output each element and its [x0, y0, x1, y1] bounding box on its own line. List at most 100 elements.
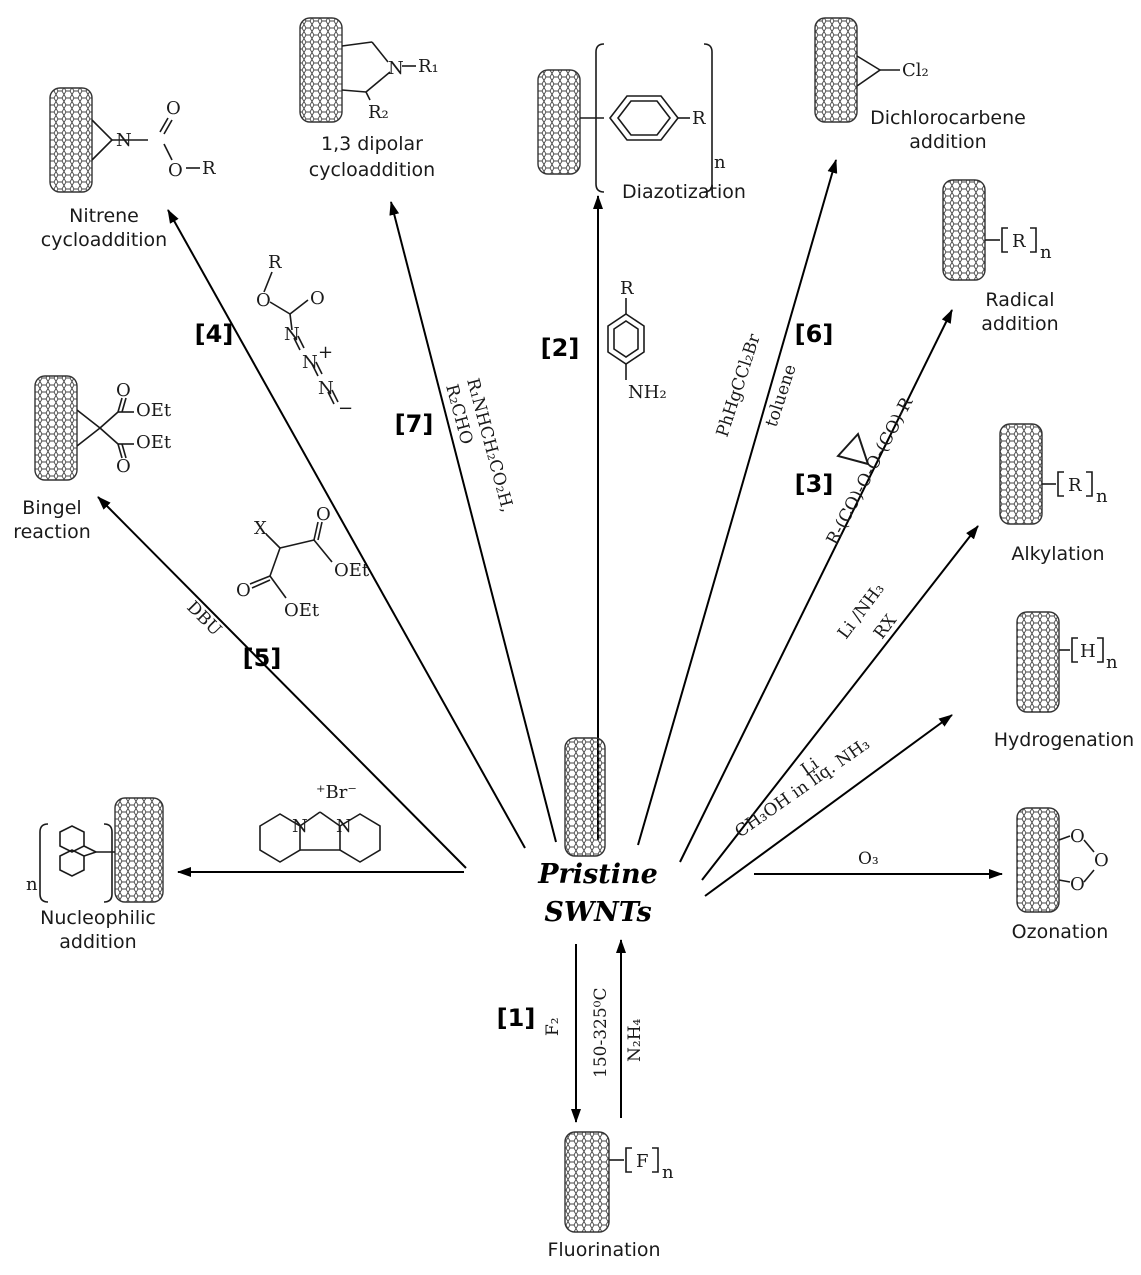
svg-text:−: −	[338, 398, 353, 419]
svg-text:O: O	[166, 98, 181, 119]
svg-text:N: N	[336, 816, 352, 837]
dichloro-structure: Cl₂	[856, 55, 929, 87]
svg-text:R: R	[1068, 475, 1082, 496]
tube-fluorination	[564, 1131, 610, 1233]
svg-text:n: n	[1096, 486, 1108, 507]
label-bingel-1: Bingel	[22, 497, 81, 519]
tube-dichloro	[814, 17, 858, 123]
arrow-nitrene	[167, 209, 526, 849]
svg-text:⁺Br⁻: ⁺Br⁻	[316, 782, 357, 803]
svg-text:O: O	[236, 580, 251, 601]
fluoro-group: F n	[609, 1147, 674, 1183]
svg-text:H: H	[1080, 641, 1096, 662]
svg-text:OEt: OEt	[136, 432, 172, 453]
label-nucleophilic-1: Nucleophilic	[40, 907, 156, 929]
aryl-structure: R n	[580, 43, 726, 193]
svg-text:F: F	[636, 1151, 649, 1172]
label-nitrene-1: Nitrene	[69, 205, 139, 227]
tube-center	[564, 737, 606, 857]
tube-dipolar	[299, 17, 343, 123]
reagent-fluorination-3: N₂H₄	[625, 1018, 645, 1062]
tube-diazo	[537, 69, 581, 175]
svg-text:X: X	[254, 518, 267, 539]
svg-text:n: n	[1106, 652, 1118, 673]
bingel-structure: O O OEt OEt	[76, 380, 172, 477]
reagent-radical: R-(CO)-O-O-(CO)-R	[823, 393, 918, 548]
label-dichloro-1: Dichlorocarbene	[870, 107, 1026, 129]
aniline-reagent: R NH₂	[607, 278, 667, 403]
radical-group: R n	[985, 227, 1052, 263]
alkyl-group: R n	[1042, 471, 1108, 507]
label-dipolar-2: cycloaddition	[309, 159, 435, 181]
arrow-alkylation	[701, 525, 979, 881]
label-radical-1: Radical	[985, 289, 1054, 311]
arrow-dichloro	[637, 159, 838, 846]
svg-text:N: N	[284, 324, 300, 345]
reagent-dipolar-1: R₁NHCH₂CO₂H,	[462, 376, 517, 514]
label-dipolar-1: 1,3 dipolar	[321, 133, 423, 155]
label-alkylation: Alkylation	[1011, 543, 1104, 565]
svg-text:O: O	[256, 290, 271, 311]
label-bingel-2: reaction	[13, 521, 91, 543]
svg-text:OEt: OEt	[136, 400, 172, 421]
label-diazo: Diazotization	[622, 181, 746, 203]
svg-text:N: N	[116, 130, 132, 151]
reagent-bingel: DBU	[182, 597, 225, 640]
ozonide-structure: O O O	[1058, 826, 1109, 895]
arrow-hydrogenation	[704, 714, 953, 897]
svg-text:N: N	[302, 352, 318, 373]
svg-text:O: O	[1094, 850, 1109, 871]
svg-text:R: R	[620, 278, 634, 299]
arrow-dipolar	[389, 201, 557, 843]
hydro-group: H n	[1059, 637, 1118, 673]
label-dichloro-2: addition	[909, 131, 986, 153]
tube-nitrene	[49, 87, 93, 193]
label-fluorination: Fluorination	[547, 1239, 660, 1261]
svg-text:n: n	[1040, 242, 1052, 263]
label-hydrogenation: Hydrogenation	[994, 729, 1134, 751]
tube-ozonation	[1016, 807, 1060, 913]
ref-4: [4]	[195, 320, 234, 348]
svg-text:R₁: R₁	[418, 56, 439, 77]
svg-text:R: R	[202, 158, 216, 179]
svg-text:NH₂: NH₂	[628, 382, 667, 403]
label-radical-2: addition	[981, 313, 1058, 335]
tube-bingel	[34, 375, 78, 481]
label-nitrene-2: cycloaddition	[41, 229, 167, 251]
tube-radical	[942, 179, 986, 281]
arrow-bingel	[97, 496, 467, 869]
label-nucleophilic-2: addition	[59, 931, 136, 953]
svg-text:O: O	[1070, 874, 1085, 895]
ref-2: [2]	[541, 334, 580, 362]
ref-5: [5]	[243, 644, 282, 672]
svg-text:OEt: OEt	[334, 560, 370, 581]
svg-text:N: N	[388, 58, 404, 79]
reagent-fluorination-2: 150-325⁰C	[591, 988, 611, 1078]
pyrrolidine-structure: N R₁ R₂	[341, 41, 439, 123]
reagent-alkylation-2: RX	[870, 610, 901, 643]
svg-text:n: n	[714, 152, 726, 173]
ref-1: [1]	[497, 1004, 536, 1032]
svg-text:N: N	[318, 378, 334, 399]
label-ozonation: Ozonation	[1012, 921, 1109, 943]
ref-7: [7]	[395, 410, 434, 438]
svg-text:+: +	[318, 342, 333, 363]
svg-text:O: O	[116, 456, 131, 477]
svg-text:R: R	[692, 108, 706, 129]
bipyridinium-reagent: ⁺Br⁻ N N	[259, 782, 381, 863]
svg-text:R: R	[268, 252, 282, 273]
ref-6: [6]	[795, 320, 834, 348]
center-label-line2: SWNTs	[544, 897, 651, 928]
svg-text:R: R	[1012, 231, 1026, 252]
svg-text:O: O	[168, 160, 183, 181]
azide-reagent: R O O N N N + −	[256, 252, 353, 419]
ref-3: [3]	[795, 470, 834, 498]
svg-text:OEt: OEt	[284, 600, 320, 621]
reagent-dichloro-1: PhHgCCl₂Br	[713, 331, 765, 440]
svg-text:R₂: R₂	[368, 102, 389, 123]
svg-text:N: N	[292, 816, 308, 837]
svg-text:Cl₂: Cl₂	[902, 60, 929, 81]
tube-alkylation	[999, 423, 1043, 525]
nitrene-structure: N O O R	[91, 98, 216, 181]
